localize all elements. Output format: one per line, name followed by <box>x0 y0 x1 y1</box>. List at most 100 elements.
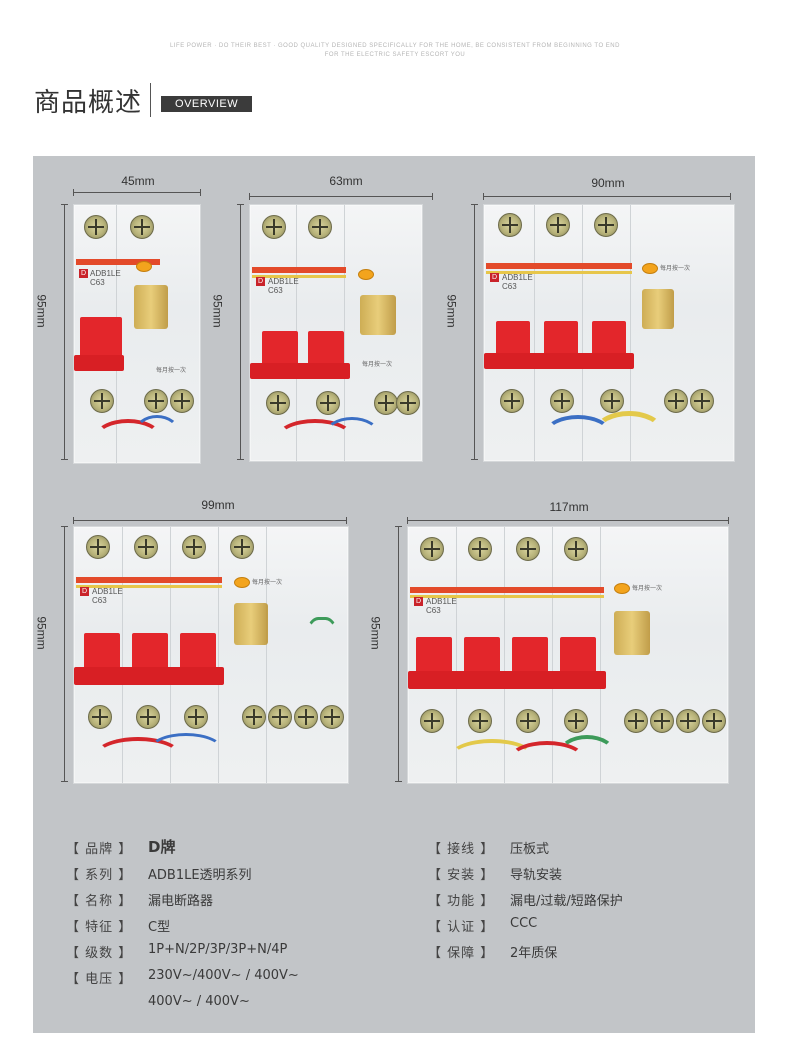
tagline-line-2: FOR THE ELECTRIC SAFETY ESCORT YOU <box>324 52 466 58</box>
terminal-screw <box>516 537 540 561</box>
spec-label: 【 功能 】 <box>428 894 495 909</box>
model-label: ADB1LE C63 <box>426 597 457 615</box>
breaker-handle <box>560 637 596 673</box>
terminal-screw <box>396 391 420 415</box>
height-label: 95mm <box>444 294 459 328</box>
spec-value: 导轨安装 <box>510 868 563 883</box>
tagline-line-1: LIFE POWER · DO THEIR BEST · GOOD QUALIT… <box>170 43 620 49</box>
width-label: 90mm <box>591 176 625 190</box>
terminal-screw <box>170 389 194 413</box>
terminal-screw <box>262 215 286 239</box>
terminal-screw <box>468 709 492 733</box>
terminal-screw <box>90 389 114 413</box>
test-label: 每月按一次 <box>660 266 691 272</box>
model-label: ADB1LE C63 <box>90 269 121 287</box>
breaker-handle <box>416 637 452 673</box>
coil <box>614 611 650 655</box>
terminal-screw <box>420 537 444 561</box>
terminal-screw <box>134 535 158 559</box>
terminal-screw <box>242 705 266 729</box>
terminal-screw <box>294 705 318 729</box>
terminal-screw <box>468 537 492 561</box>
terminal-screw <box>516 709 540 733</box>
terminal-screw <box>650 709 674 733</box>
spec-value: CCC <box>510 916 538 931</box>
terminal-screw <box>500 389 524 413</box>
spec-value: 1P+N/2P/3P/3P+N/4P <box>148 942 288 957</box>
breaker-handle <box>512 637 548 673</box>
height-label: 95mm <box>34 294 49 328</box>
terminal-screw <box>316 391 340 415</box>
height-dimension-line <box>395 526 402 782</box>
terminal-screw <box>600 389 624 413</box>
terminal-screw <box>546 213 570 237</box>
terminal-screw <box>702 709 726 733</box>
tagline: LIFE POWER · DO THEIR BEST · GOOD QUALIT… <box>0 42 790 60</box>
terminal-screw <box>268 705 292 729</box>
spec-value: 230V~/400V~ / 400V~ <box>148 968 299 983</box>
product-90mm: 90mm 95mm D ADB1LE C63 每月按一次 <box>445 156 753 476</box>
breaker-handle <box>84 633 120 669</box>
breaker-handle <box>544 321 578 355</box>
coil <box>234 603 268 645</box>
brand-logo: D <box>256 277 265 286</box>
product-panel: 45mm 95mm D ADB1LE C63 每月按一次 63mm 95mm <box>33 156 755 1033</box>
brand-logo: D <box>80 587 89 596</box>
terminal-screw <box>690 389 714 413</box>
breaker-handle <box>308 331 344 365</box>
breaker-handle <box>464 637 500 673</box>
terminal-screw <box>498 213 522 237</box>
coil <box>642 289 674 329</box>
height-dimension-line <box>61 204 68 460</box>
breaker-handle <box>496 321 530 355</box>
height-label: 95mm <box>210 294 225 328</box>
terminal-screw <box>564 709 588 733</box>
spec-label: 【 电压 】 <box>66 972 133 987</box>
width-dimension-line <box>73 517 347 524</box>
spec-value: 压板式 <box>510 842 550 857</box>
product-99mm: 99mm 95mm D ADB1LE C63 每月按一次 <box>33 486 373 806</box>
breaker-image: D ADB1LE C63 每月按一次 <box>73 526 349 784</box>
spec-label: 【 认证 】 <box>428 920 495 935</box>
coil <box>134 285 168 329</box>
breaker-handle <box>132 633 168 669</box>
heading-divider <box>150 83 152 117</box>
spec-value: C型 <box>148 920 171 935</box>
terminal-screw <box>564 537 588 561</box>
test-button <box>642 263 658 274</box>
terminal-screw <box>86 535 110 559</box>
height-dimension-line <box>237 204 244 460</box>
test-button <box>136 261 152 272</box>
terminal-screw <box>182 535 206 559</box>
spec-value: D牌 <box>148 838 176 856</box>
terminal-screw <box>676 709 700 733</box>
model-label: ADB1LE C63 <box>502 273 533 291</box>
terminal-screw <box>144 389 168 413</box>
breaker-handle <box>262 331 298 365</box>
terminal-screw <box>420 709 444 733</box>
product-45mm: 45mm 95mm D ADB1LE C63 每月按一次 <box>33 156 233 476</box>
test-label: 每月按一次 <box>156 368 187 374</box>
width-dimension-line <box>249 193 433 200</box>
brand-logo: D <box>414 597 423 606</box>
spec-label: 【 名称 】 <box>66 894 133 909</box>
width-label: 117mm <box>549 500 589 514</box>
terminal-screw <box>230 535 254 559</box>
test-label: 每月按一次 <box>362 362 393 368</box>
spec-value: 漏电/过载/短路保护 <box>510 894 623 909</box>
height-label: 95mm <box>368 616 383 650</box>
width-label: 45mm <box>121 174 155 188</box>
terminal-screw <box>374 391 398 415</box>
spec-label: 【 保障 】 <box>428 946 495 961</box>
spec-label: 【 特征 】 <box>66 920 133 935</box>
spec-label: 【 级数 】 <box>66 946 133 961</box>
breaker-image: D ADB1LE C63 每月按一次 <box>483 204 735 462</box>
test-button <box>234 577 250 588</box>
terminal-screw <box>624 709 648 733</box>
terminal-screw <box>88 705 112 729</box>
product-117mm: 117mm 95mm D ADB1LE C63 每月按一次 <box>369 486 755 806</box>
terminal-screw <box>320 705 344 729</box>
test-button <box>614 583 630 594</box>
specs-right: 【 接线 】 压板式 【 安装 】 导轨安装 【 功能 】 漏电/过载/短路保护… <box>428 838 728 978</box>
test-label: 每月按一次 <box>632 586 663 592</box>
